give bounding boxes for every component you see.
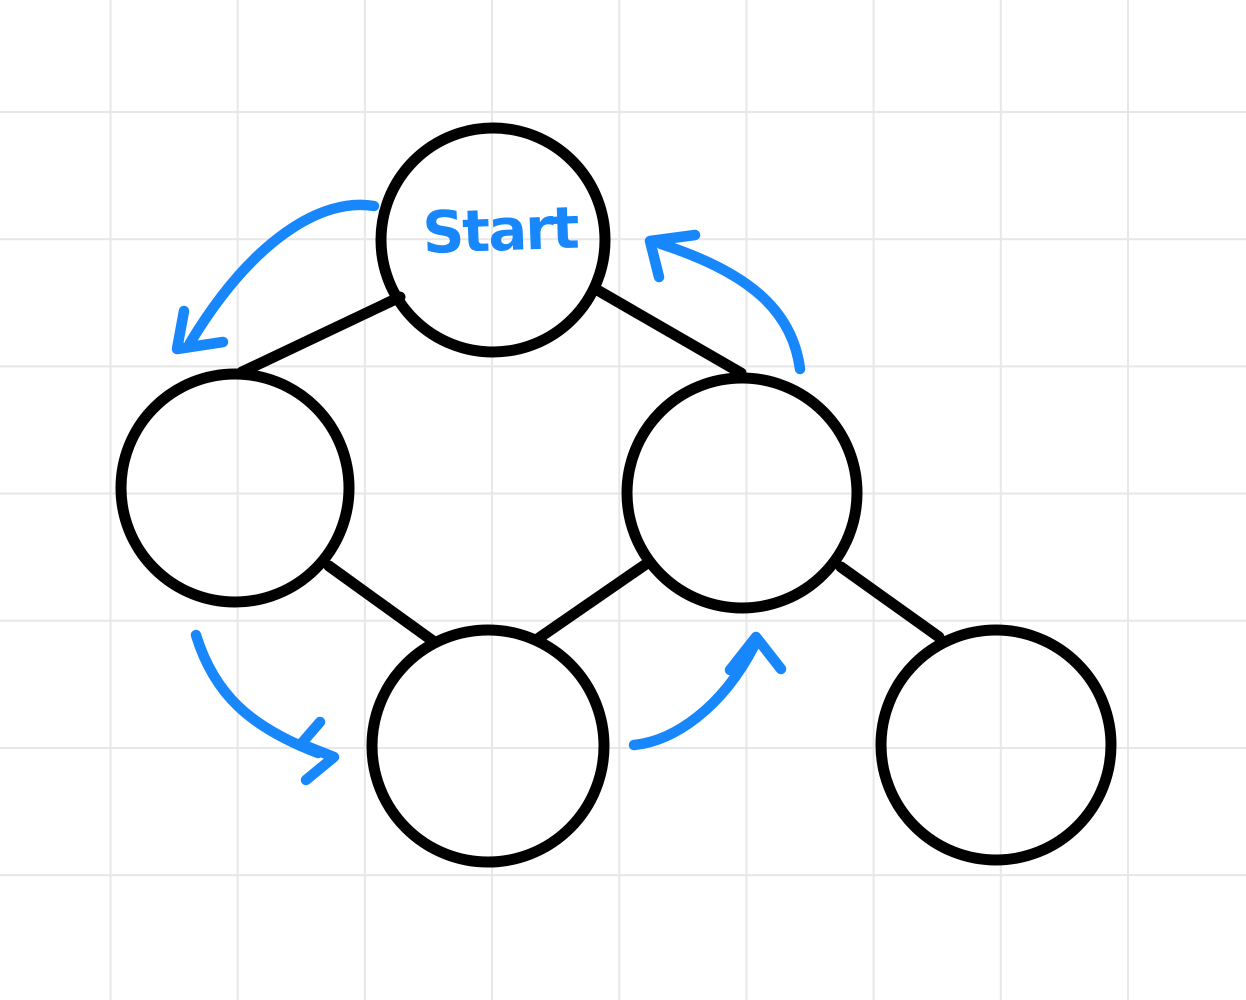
arrow-start-to-left-head[interactable] [171, 305, 229, 355]
edges [236, 285, 945, 647]
node-bottom-middle[interactable] [366, 624, 610, 868]
arrow-start-to-left[interactable] [171, 199, 380, 355]
node-right[interactable] [621, 372, 863, 614]
nodes [115, 122, 1117, 868]
arrow-start-to-left-curve[interactable] [184, 199, 380, 349]
edge-right-bottom-middle[interactable] [530, 556, 655, 646]
arrow-left-to-bottom-middle[interactable] [190, 629, 340, 786]
arrow-right-to-start[interactable] [644, 229, 806, 375]
arrow-right-to-start-head[interactable] [644, 229, 701, 283]
arrow-bottom-middle-to-right-head[interactable] [724, 631, 787, 676]
arrow-left-to-bottom-middle-head[interactable] [295, 716, 340, 786]
node-bottom-right[interactable] [875, 624, 1117, 866]
arrows [171, 199, 806, 786]
node-start-label[interactable]: Start [421, 193, 579, 267]
edge-right-bottom-right[interactable] [835, 561, 945, 643]
arrow-right-to-start-curve[interactable] [655, 238, 806, 375]
node-start[interactable] [375, 122, 611, 358]
node-left[interactable] [115, 368, 355, 608]
arrow-bottom-middle-to-right-curve[interactable] [628, 640, 760, 751]
edge-left-bottom-middle[interactable] [323, 560, 439, 647]
edge-start-right[interactable] [593, 285, 747, 379]
arrow-bottom-middle-to-right[interactable] [628, 631, 787, 751]
edge-start-left[interactable] [236, 291, 406, 378]
arrow-left-to-bottom-middle-curve[interactable] [190, 629, 324, 759]
